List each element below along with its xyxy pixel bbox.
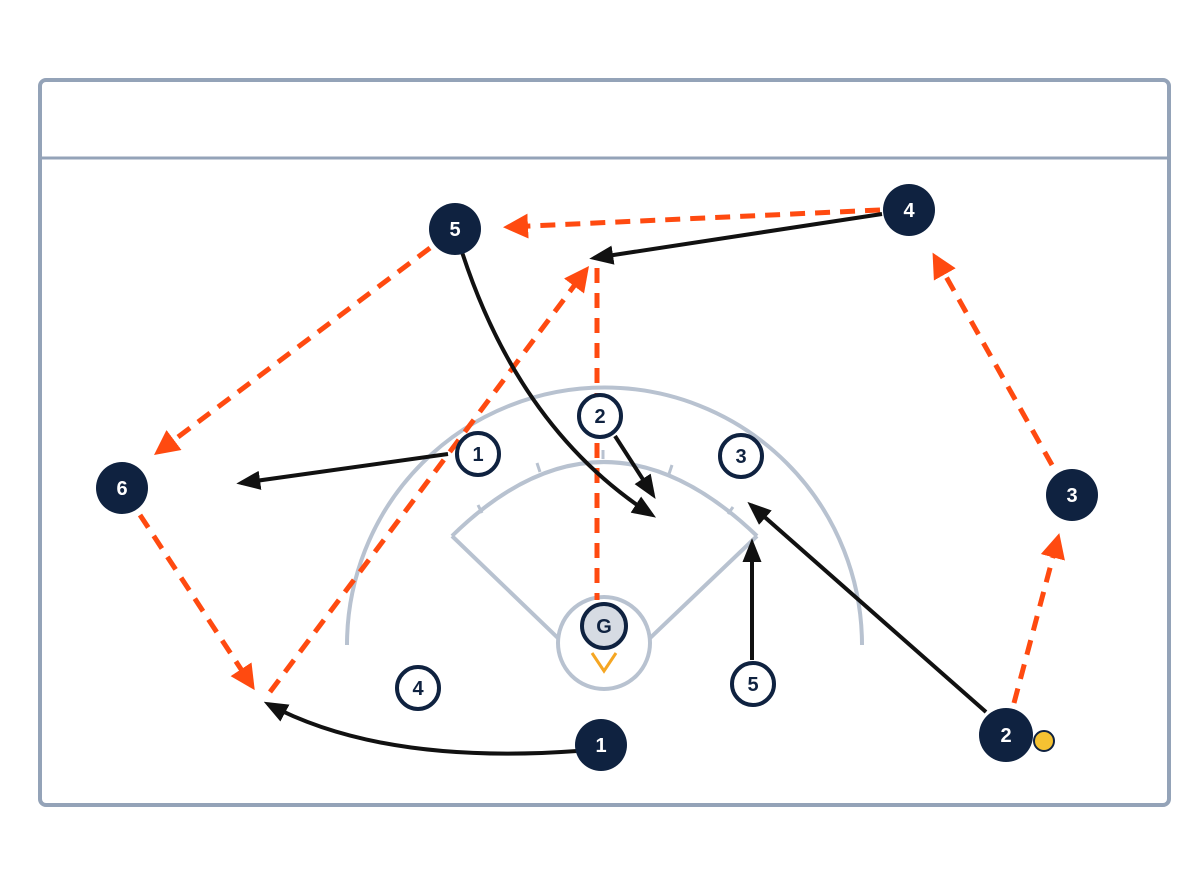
- defender-label: 1: [472, 444, 483, 466]
- outer-arc: [345, 385, 864, 646]
- attacker-6[interactable]: 6: [96, 462, 148, 514]
- defender-label: 2: [594, 406, 605, 428]
- pass-lines: [137, 207, 1065, 704]
- attacker-label: 5: [449, 219, 460, 241]
- defender-2[interactable]: 2: [577, 393, 623, 439]
- cut-d1: [236, 452, 449, 490]
- defender-3[interactable]: 3: [718, 433, 764, 479]
- pass-o2-to-o3: [1011, 533, 1065, 704]
- attacker-label: 4: [903, 200, 915, 222]
- attacker-label: 6: [116, 478, 127, 500]
- inner-arc: [450, 460, 759, 538]
- pass-o6-to-o1-cut: [137, 513, 255, 691]
- cut-o1: [263, 701, 578, 756]
- attacker-1[interactable]: 1: [575, 719, 627, 771]
- ball-icon: [1033, 730, 1055, 752]
- pass-o4-to-o5: [503, 207, 881, 239]
- attacker-4[interactable]: 4: [883, 184, 935, 236]
- attacker-5[interactable]: 5: [429, 203, 481, 255]
- defender-1[interactable]: 1: [455, 431, 501, 477]
- goalie-label: G: [596, 616, 612, 638]
- pass-o3-to-o4: [932, 252, 1055, 467]
- pass-o5-to-o6: [154, 246, 432, 455]
- cut-o2: [747, 501, 988, 714]
- attacker-3[interactable]: 3: [1046, 469, 1098, 521]
- cut-o4: [589, 212, 883, 265]
- cut-o5: [460, 251, 657, 518]
- defender-4[interactable]: 4: [395, 665, 441, 711]
- attacker-label: 3: [1066, 485, 1077, 507]
- fan-line-right: [646, 534, 759, 642]
- goalie[interactable]: G: [580, 602, 628, 650]
- inner-arc-hash-marks: [476, 450, 735, 515]
- attacker-2[interactable]: 2: [979, 708, 1033, 762]
- pass-o1-cut-to-o4-cut: [267, 265, 589, 694]
- goal-marker: [590, 652, 618, 674]
- defender-label: 4: [412, 678, 424, 700]
- fan-line-left: [450, 534, 562, 642]
- attacker-label: 2: [1000, 725, 1011, 747]
- defender-label: 5: [747, 674, 758, 696]
- cut-d2: [613, 434, 656, 500]
- defender-5[interactable]: 5: [730, 661, 776, 707]
- defender-label: 3: [735, 446, 746, 468]
- field-frame: [38, 78, 1171, 807]
- cut-lines: [236, 212, 988, 756]
- attacker-label: 1: [595, 735, 606, 757]
